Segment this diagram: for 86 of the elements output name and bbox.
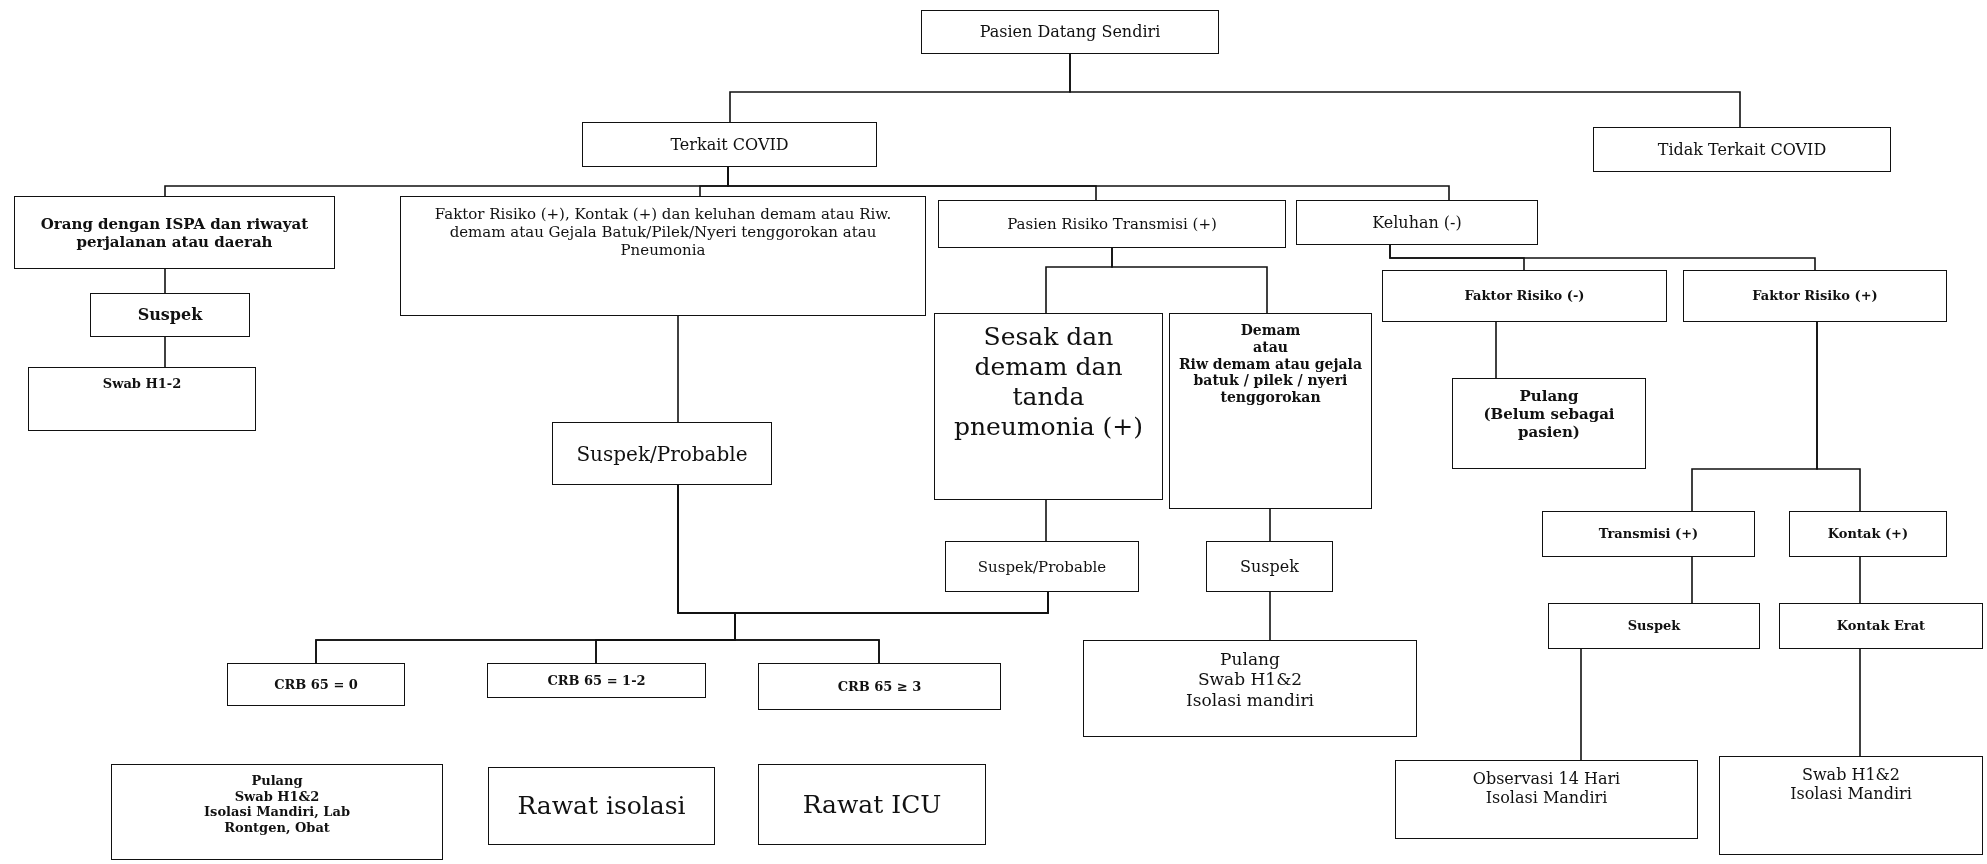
box-text: Isolasi Mandiri [1790, 784, 1912, 804]
process-box [1206, 541, 1333, 592]
box-text: Swab H1&2 [1801, 765, 1901, 785]
box-text: Suspek [1627, 618, 1681, 634]
process-box [1452, 378, 1646, 469]
process-box [90, 293, 250, 337]
box-text: Isolasi Mandiri [1485, 788, 1608, 808]
process-box [582, 122, 877, 167]
box-text: (Belum sebagai pasien) [1482, 405, 1616, 441]
connector-line [1859, 556, 1861, 604]
box-text: Suspek [137, 305, 203, 325]
box-text: Rawat isolasi [517, 791, 686, 821]
process-box [1779, 603, 1983, 649]
process-box [400, 196, 926, 316]
process-box [227, 663, 405, 706]
process-box [488, 767, 715, 845]
box-text: Riw demam atau gejala batuk / pilek / nyeri tenggorokan [1177, 355, 1363, 406]
connector-line [1691, 556, 1693, 604]
box-text: Suspek/Probable [576, 441, 748, 466]
box-text: Kontak Erat [1836, 618, 1926, 634]
process-box [1169, 313, 1372, 509]
process-box [487, 663, 706, 698]
box-text: Keluhan (-) [1372, 212, 1462, 233]
box-text: Swab H1&2 [234, 788, 320, 805]
box-text: Orang dengan ISPA dan riwayat perjalanan atau daerah [39, 214, 310, 251]
connector-line [1069, 53, 1741, 128]
box-text: Sesak dan demam dan tanda pneumonia (+) [952, 322, 1145, 442]
box-text: Rontgen, Obat [224, 819, 330, 836]
connector-line [1111, 247, 1268, 314]
box-text: Faktor Risiko (-) [1464, 288, 1585, 304]
connector-line [1495, 321, 1497, 379]
box-text: Rawat ICU [802, 789, 942, 820]
process-box [28, 367, 256, 431]
box-text: Suspek/Probable [977, 557, 1107, 576]
connector-line [1389, 244, 1816, 271]
process-box [552, 422, 772, 485]
process-box [1789, 511, 1947, 557]
box-text: CRB 65 = 0 [274, 676, 358, 693]
connector-line [1859, 648, 1861, 757]
connector-line [677, 315, 679, 423]
process-box [14, 196, 335, 269]
process-box [1395, 760, 1698, 839]
box-text: Demam [1240, 322, 1301, 339]
process-box [1083, 640, 1417, 737]
connector-line [164, 336, 166, 368]
box-text: Pulang [1519, 387, 1579, 405]
process-box [1542, 511, 1755, 557]
box-text: Pasien Risiko Transmisi (+) [1007, 215, 1217, 233]
box-text: Swab H1&2 [1197, 669, 1303, 690]
process-box [1382, 270, 1667, 322]
box-text: Pulang [1220, 649, 1280, 670]
box-text: Faktor Risiko (+), Kontak (+) dan keluhan demam atau Riw. demam atau Gejala Batuk/Pilek/Nyeri tenggorokan atau Pneumonia [433, 205, 893, 259]
box-text: Suspek [1240, 556, 1299, 577]
process-box [1296, 200, 1538, 245]
box-text: Isolasi Mandiri, Lab [204, 804, 350, 820]
process-box [934, 313, 1163, 500]
process-box [758, 663, 1001, 710]
box-text: Faktor Risiko (+) [1752, 288, 1878, 304]
box-text: Tidak Terkait COVID [1657, 139, 1827, 160]
box-text: CRB 65 = 1-2 [547, 672, 646, 689]
connector-line [1580, 648, 1582, 761]
process-box [1683, 270, 1947, 322]
process-box [1548, 603, 1760, 649]
box-text: Kontak (+) [1827, 526, 1909, 542]
process-box [938, 200, 1286, 248]
connector-line [1816, 321, 1861, 512]
process-box [945, 541, 1139, 592]
connector-line [1045, 499, 1047, 542]
connector-line [1269, 591, 1271, 641]
box-text: CRB 65 ≥ 3 [837, 678, 922, 695]
connector-line [1269, 508, 1271, 542]
process-box [758, 764, 986, 845]
connector-line [734, 591, 1049, 664]
process-box [111, 764, 443, 860]
process-box [921, 10, 1219, 54]
box-text: Terkait COVID [670, 134, 789, 155]
box-text: Pulang [251, 773, 303, 789]
box-text: Observasi 14 Hari [1472, 769, 1621, 789]
box-text: Isolasi mandiri [1186, 689, 1314, 711]
process-box [1719, 756, 1983, 855]
box-text: atau [1253, 338, 1288, 356]
box-text: Swab H1-2 [102, 376, 182, 392]
box-text: Pasien Datang Sendiri [979, 22, 1161, 42]
box-text: Transmisi (+) [1598, 526, 1699, 542]
process-box [1593, 127, 1891, 172]
connector-line [164, 268, 166, 294]
